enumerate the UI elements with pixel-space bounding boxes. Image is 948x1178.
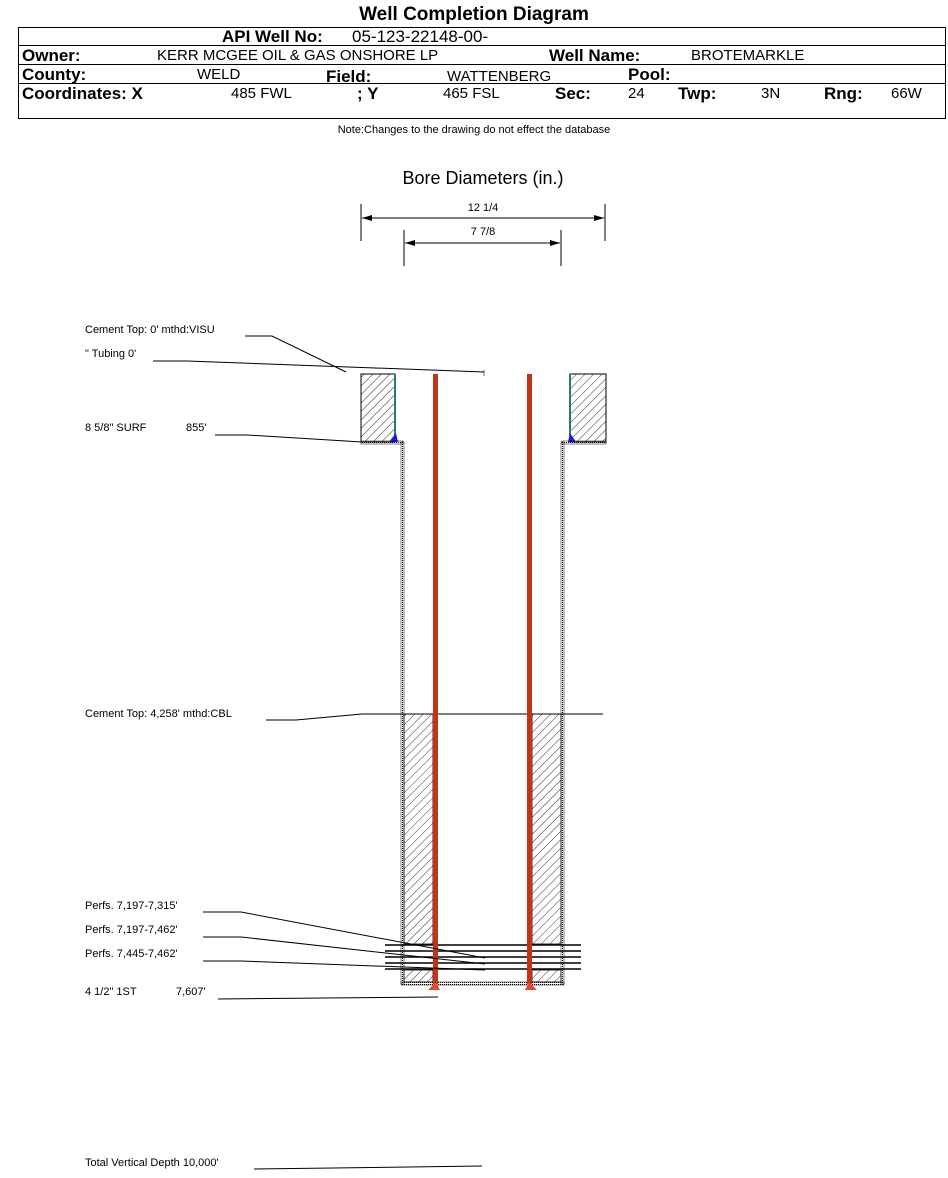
field-label: Field: [326, 67, 372, 86]
bore-dimension-outer: 12 1/4 [360, 202, 606, 241]
production-shoe-left [428, 982, 440, 990]
sec-value: 24 [628, 85, 645, 102]
bore-outer-label: 12 1/4 [468, 202, 499, 214]
header-row-coordinates: Coordinates: X 485 FWL ; Y 465 FSL Sec: … [19, 84, 945, 103]
production-hole-wall-left [400, 441, 405, 985]
database-note: Note:Changes to the drawing do not effec… [337, 124, 611, 136]
production-casing-left [433, 374, 438, 984]
bore-dimension-inner: 7 7/8 [403, 226, 562, 266]
production-cement-bottom-right [531, 969, 562, 983]
header-row-county: County: WELD Field: WATTENBERG Pool: [19, 65, 945, 86]
header-row-owner: Owner: KERR MCGEE OIL & GAS ONSHORE LP W… [19, 46, 945, 65]
surface-shoe-right [568, 433, 576, 442]
county-label: County: [22, 65, 87, 84]
header-row-api: API Well No: 05-123-22148-00- [19, 27, 945, 46]
well-name-value: BROTEMARKLE [691, 47, 805, 64]
callout-production-casing-name: 4 1/2" 1ST [85, 986, 137, 998]
callout-tubing: " Tubing 0' [85, 348, 136, 360]
well-header-table: API Well No: 05-123-22148-00- Owner: KER… [18, 27, 946, 119]
surface-hole-bottom-left [360, 440, 404, 445]
production-hole-wall-right [560, 441, 565, 985]
surface-shoe-left [389, 433, 398, 442]
surface-hole-bottom-right [561, 440, 607, 445]
perforation-lines [385, 944, 581, 970]
pool-label: Pool: [628, 65, 671, 84]
callout-cement-top-production: Cement Top: 4,258' mthd:CBL [85, 708, 232, 720]
county-value: WELD [197, 66, 241, 83]
bore-diameters-title: Bore Diameters (in.) [402, 168, 564, 188]
production-shoe-right [525, 982, 537, 990]
callout-perfs-3: Perfs. 7,445-7,462' [85, 948, 178, 960]
twp-label: Twp: [678, 84, 717, 103]
coord-y-label: ; Y [357, 84, 379, 103]
callout-surface-casing-depth: 855' [186, 422, 206, 434]
rng-label: Rng: [824, 84, 863, 103]
sec-label: Sec: [555, 84, 591, 103]
surface-cement-left [360, 373, 396, 443]
callout-leaders [153, 335, 486, 1170]
surface-cement-right [569, 373, 607, 443]
callout-cement-top-surface: Cement Top: 0' mthd:VISU [85, 324, 215, 336]
owner-label: Owner: [22, 46, 81, 65]
production-cement-right [531, 713, 562, 945]
coord-x-label: Coordinates: X [22, 84, 143, 103]
well-name-label: Well Name: [549, 46, 641, 65]
coord-y-value: 465 FSL [443, 85, 500, 102]
production-cement-bottom-left [403, 969, 434, 983]
callout-total-vertical-depth: Total Vertical Depth 10,000' [85, 1157, 219, 1169]
diagram-title: Well Completion Diagram [359, 4, 589, 25]
callout-perfs-1: Perfs. 7,197-7,315' [85, 900, 178, 912]
api-value: 05-123-22148-00- [352, 27, 489, 46]
rng-value: 66W [891, 85, 922, 102]
owner-value: KERR MCGEE OIL & GAS ONSHORE LP [157, 47, 439, 64]
field-value: WATTENBERG [447, 68, 552, 85]
production-hole-bottom [400, 981, 565, 986]
production-casing-right [527, 374, 532, 984]
callout-perfs-2: Perfs. 7,197-7,462' [85, 924, 178, 936]
api-label: API Well No: [222, 27, 323, 46]
callout-surface-casing-name: 8 5/8" SURF [85, 422, 147, 434]
coord-x-value: 485 FWL [231, 85, 292, 102]
production-cement-left [403, 713, 434, 945]
twp-value: 3N [761, 85, 781, 102]
callout-production-casing-depth: 7,607' [176, 986, 206, 998]
bore-inner-label: 7 7/8 [471, 226, 495, 238]
